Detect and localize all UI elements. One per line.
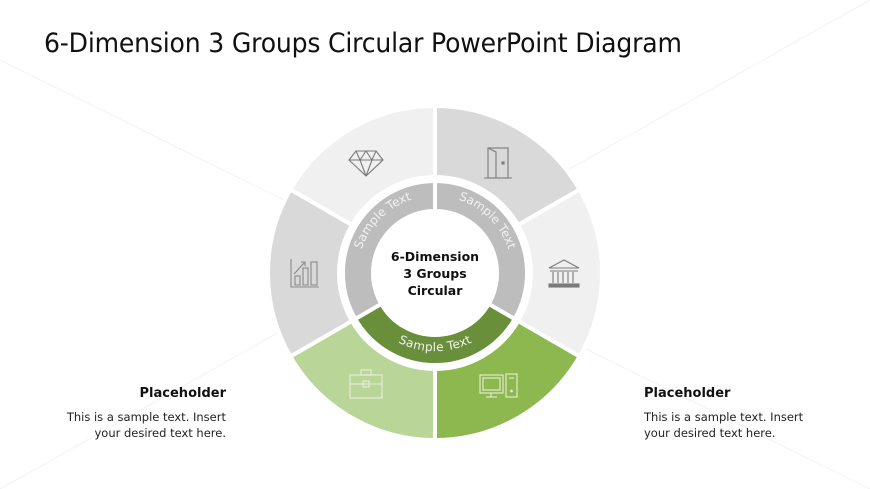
center-label-line-2: 3 Groups [403, 266, 466, 281]
center-label-line-1: 6-Dimension [391, 249, 479, 264]
placeholder-right-heading: Placeholder [644, 386, 731, 401]
placeholder-left-line-1: This is a sample text. Insert [66, 410, 226, 424]
inner-ring-bottom[interactable] [352, 301, 518, 367]
slide-title: 6-Dimension 3 Groups Circular PowerPoint… [44, 28, 682, 59]
door-icon [484, 147, 512, 179]
placeholder-right-line-2: your desired text here. [644, 426, 776, 440]
center-label-line-3: Circular [408, 283, 464, 298]
placeholder-left: Placeholder This is a sample text. Inser… [26, 386, 226, 441]
placeholder-right-body: This is a sample text. Insert your desir… [644, 409, 844, 441]
placeholder-left-body: This is a sample text. Insert your desir… [26, 409, 226, 441]
computer-icon [479, 373, 518, 398]
segment-left[interactable] [266, 186, 355, 360]
diamond-icon [348, 150, 384, 177]
placeholder-right: Placeholder This is a sample text. Inser… [644, 386, 844, 441]
inner-ring-upper-right[interactable] [433, 178, 530, 322]
center-circle [374, 212, 496, 334]
center-label: 6-Dimension 3 Groups Circular [391, 249, 479, 298]
bank-icon [548, 259, 580, 288]
placeholder-right-line-1: This is a sample text. Insert [644, 410, 804, 424]
growth-chart-icon [290, 259, 319, 288]
placeholder-left-heading: Placeholder [139, 386, 226, 401]
placeholder-left-line-2: your desired text here. [94, 426, 226, 440]
inner-ring-upper-left[interactable] [340, 178, 437, 322]
briefcase-icon [349, 369, 383, 399]
